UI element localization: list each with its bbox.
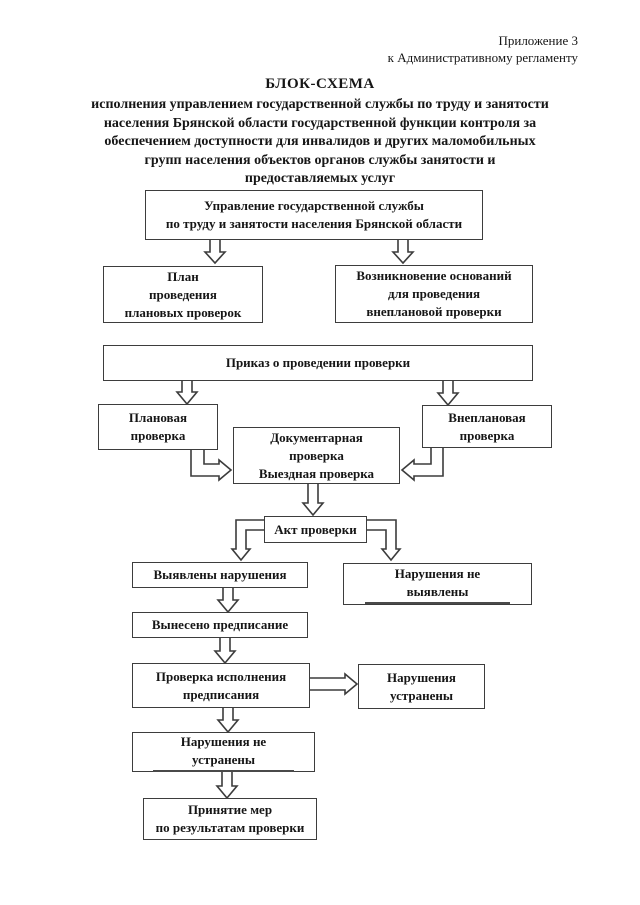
arrow-prikaz-to-planovaya-icon xyxy=(175,381,199,406)
box-narusheniya-ne-vyyavleny-line2: выявлены xyxy=(364,583,511,604)
box-dokumentarnaya-vyezdnaya-label: Документарная проверка Выездная проверка xyxy=(258,429,375,481)
arrow-prikaz-to-vneplanovaya-icon xyxy=(436,381,460,407)
box-vneplanovaya-proverka-label: Внеплановая проверка xyxy=(448,409,526,443)
arrow-ne-ustraneny-to-prinyatie-icon xyxy=(215,772,239,800)
box-narusheniya-ne-vyyavleny: Нарушения не выявлены xyxy=(343,563,532,605)
box-narusheniya-ustraneny: Нарушения устранены xyxy=(358,664,485,709)
page-title: БЛОК-СХЕМА xyxy=(265,76,375,92)
box-vyyavleny-narusheniya: Выявлены нарушения xyxy=(132,562,308,588)
arrow-upravlenie-to-plan-icon xyxy=(203,240,227,265)
arrow-proverka-to-ne-ustraneny-icon xyxy=(216,708,240,734)
box-vneplanovaya-proverka: Внеплановая проверка xyxy=(422,405,552,448)
box-plan-proverok-label: План проведения плановых проверок xyxy=(124,268,242,320)
appendix-line2: к Административному регламенту xyxy=(387,50,578,65)
box-upravlenie-label: Управление государственной службы по тру… xyxy=(165,198,463,231)
box-vyyavleny-narusheniya-label: Выявлены нарушения xyxy=(153,567,287,582)
arrow-planovaya-to-dokumentarnaya-icon xyxy=(190,450,233,482)
arrow-vneplanovaya-to-dokumentarnaya-icon xyxy=(400,448,444,482)
box-narusheniya-ne-ustraneny-line1: Нарушения не xyxy=(180,733,267,749)
box-narusheniya-ustraneny-label: Нарушения устранены xyxy=(387,669,456,703)
appendix-line1: Приложение 3 xyxy=(498,33,578,48)
box-upravlenie: Управление государственной службы по тру… xyxy=(145,190,483,240)
arrow-akt-to-vyyavleny-icon xyxy=(230,519,265,562)
box-akt-proverki: Акт проверки xyxy=(264,516,367,543)
arrow-dokumentarnaya-to-akt-icon xyxy=(301,484,325,517)
box-planovaya-proverka: Плановая проверка xyxy=(98,404,218,450)
arrow-akt-to-ne-vyyavleny-icon xyxy=(367,519,402,562)
box-proverka-ispolneniya: Проверка исполнения предписания xyxy=(132,663,310,708)
box-prikaz: Приказ о проведении проверки xyxy=(103,345,533,381)
box-narusheniya-ne-ustraneny: Нарушения не устранены xyxy=(132,732,315,772)
arrow-upravlenie-to-vozniknovenie-icon xyxy=(391,240,415,265)
box-prinyatie-mer: Принятие мер по результатам проверки xyxy=(143,798,317,840)
box-akt-proverki-label: Акт проверки xyxy=(274,521,357,537)
box-plan-proverok: План проведения плановых проверок xyxy=(103,266,263,323)
box-narusheniya-ne-ustraneny-line2: устранены xyxy=(152,751,295,772)
box-proverka-ispolneniya-label: Проверка исполнения предписания xyxy=(155,668,287,702)
box-vyneseno-predpisanie: Вынесено предписание xyxy=(132,612,308,638)
box-vyneseno-predpisanie-label: Вынесено предписание xyxy=(151,617,289,632)
arrow-proverka-to-ustraneny-icon xyxy=(310,672,359,696)
box-vozniknovenie-osnovaniy: Возникновение оснований для проведения в… xyxy=(335,265,533,323)
box-prikaz-label: Приказ о проведении проверки xyxy=(225,355,411,370)
box-narusheniya-ne-vyyavleny-line1: Нарушения не xyxy=(394,565,481,581)
box-dokumentarnaya-vyezdnaya: Документарная проверка Выездная проверка xyxy=(233,427,400,484)
box-planovaya-proverka-label: Плановая проверка xyxy=(128,410,188,443)
box-prinyatie-mer-label: Принятие мер по результатам проверки xyxy=(155,802,305,835)
box-vozniknovenie-osnovaniy-label: Возникновение оснований для проведения в… xyxy=(356,268,512,319)
arrow-vyneseno-to-proverka-icon xyxy=(213,638,237,665)
appendix-note: Приложение 3 к Административному регламе… xyxy=(388,32,578,66)
page-subtitle: исполнения управлением государственной с… xyxy=(91,97,549,186)
arrow-vyyavleny-to-vyneseno-icon xyxy=(216,588,240,614)
